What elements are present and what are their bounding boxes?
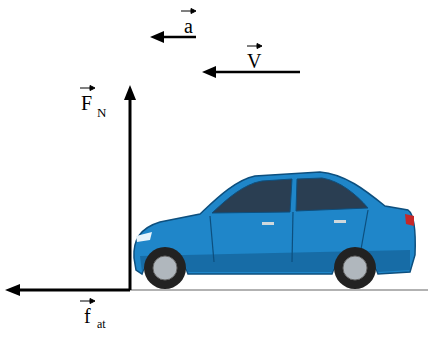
- vector-marks: [80, 9, 262, 304]
- arrow-head: [124, 85, 136, 100]
- vector-symbol: f: [84, 306, 91, 326]
- velocity-arrow: [214, 71, 300, 74]
- wheel: [334, 247, 376, 289]
- acceleration-arrow: [162, 36, 196, 39]
- door-line: [292, 212, 293, 262]
- car-window: [296, 178, 368, 211]
- wheel-rim: [343, 256, 367, 280]
- arrow-head: [5, 284, 20, 296]
- ground-line: [130, 289, 428, 291]
- subscript-label: N: [97, 106, 106, 119]
- vector-symbol: V: [247, 51, 261, 71]
- normal-force-arrow: [129, 97, 132, 290]
- car-window: [212, 179, 292, 213]
- door-handle: [262, 222, 274, 225]
- vector-symbol: F: [81, 93, 92, 113]
- wheel: [144, 247, 186, 289]
- arrow-head: [202, 66, 216, 78]
- door-handle: [334, 220, 346, 223]
- door-line: [210, 216, 214, 262]
- subscript-label: at: [97, 318, 106, 330]
- wheel-rim: [153, 256, 177, 280]
- friction-arrow: [18, 289, 130, 292]
- headlight: [136, 232, 152, 242]
- vector-symbol: a: [184, 16, 193, 36]
- arrow-head: [150, 31, 164, 43]
- taillight: [405, 214, 414, 226]
